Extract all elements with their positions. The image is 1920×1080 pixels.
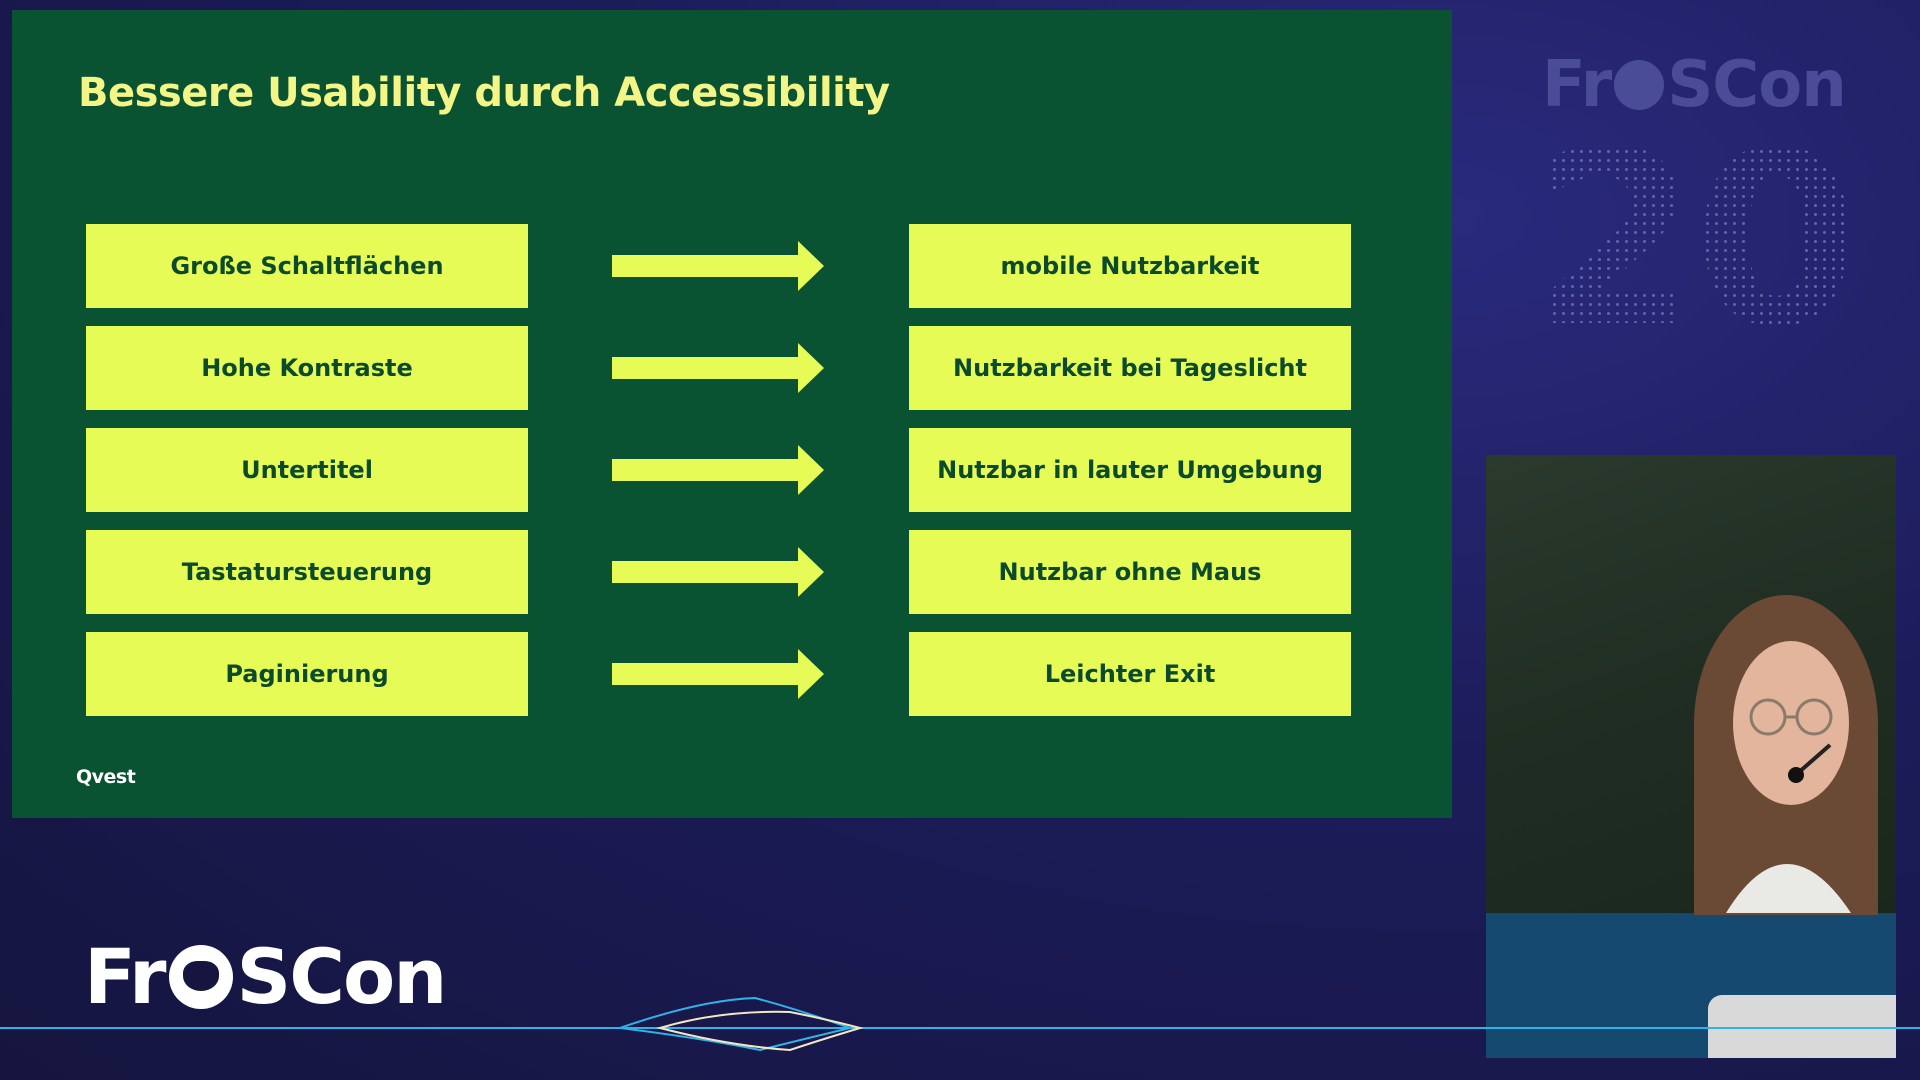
qvest-logo: Qvest bbox=[76, 766, 136, 788]
frog-icon bbox=[1614, 60, 1665, 110]
slide-title: Bessere Usability durch Accessibility bbox=[78, 70, 890, 116]
benefit-box: Nutzbar in lauter Umgebung bbox=[909, 428, 1351, 512]
mapping-row: Tastatursteuerung Nutzbar ohne Maus bbox=[86, 530, 1362, 614]
feature-box: Tastatursteuerung bbox=[86, 530, 528, 614]
mapping-row: Hohe Kontraste Nutzbarkeit bei Tageslich… bbox=[86, 326, 1362, 410]
logo-text-fr: Fr bbox=[84, 932, 167, 1021]
arrow-right-icon bbox=[612, 547, 824, 597]
footer-wave-line bbox=[0, 996, 1920, 1052]
froscon-logo-footer: Fr SCon bbox=[84, 932, 448, 1021]
arrow-right-icon bbox=[612, 343, 824, 393]
feature-box: Hohe Kontraste bbox=[86, 326, 528, 410]
presentation-slide: Bessere Usability durch Accessibility Gr… bbox=[12, 10, 1452, 818]
mapping-row: Untertitel Nutzbar in lauter Umgebung bbox=[86, 428, 1362, 512]
event-year-number: 20 bbox=[1532, 100, 1860, 380]
froscon-logo-top: Fr SCon bbox=[1542, 48, 1847, 122]
feature-box: Untertitel bbox=[86, 428, 528, 512]
logo-text-scon: SCon bbox=[236, 932, 448, 1021]
benefit-box: mobile Nutzbarkeit bbox=[909, 224, 1351, 308]
laptop bbox=[1708, 995, 1896, 1058]
feature-box: Paginierung bbox=[86, 632, 528, 716]
speaker-video bbox=[1486, 455, 1896, 1058]
arrow-right-icon bbox=[612, 649, 824, 699]
logo-text-scon: SCon bbox=[1667, 48, 1847, 122]
frog-icon bbox=[168, 944, 233, 1009]
benefit-box: Nutzbarkeit bei Tageslicht bbox=[909, 326, 1351, 410]
logo-text-fr: Fr bbox=[1542, 48, 1612, 122]
mapping-row: Große Schaltflächen mobile Nutzbarkeit bbox=[86, 224, 1362, 308]
feature-box: Große Schaltflächen bbox=[86, 224, 528, 308]
mapping-row: Paginierung Leichter Exit bbox=[86, 632, 1362, 716]
arrow-right-icon bbox=[612, 241, 824, 291]
benefit-box: Leichter Exit bbox=[909, 632, 1351, 716]
speaker-figure bbox=[1694, 595, 1878, 915]
benefit-box: Nutzbar ohne Maus bbox=[909, 530, 1351, 614]
arrow-right-icon bbox=[612, 445, 824, 495]
